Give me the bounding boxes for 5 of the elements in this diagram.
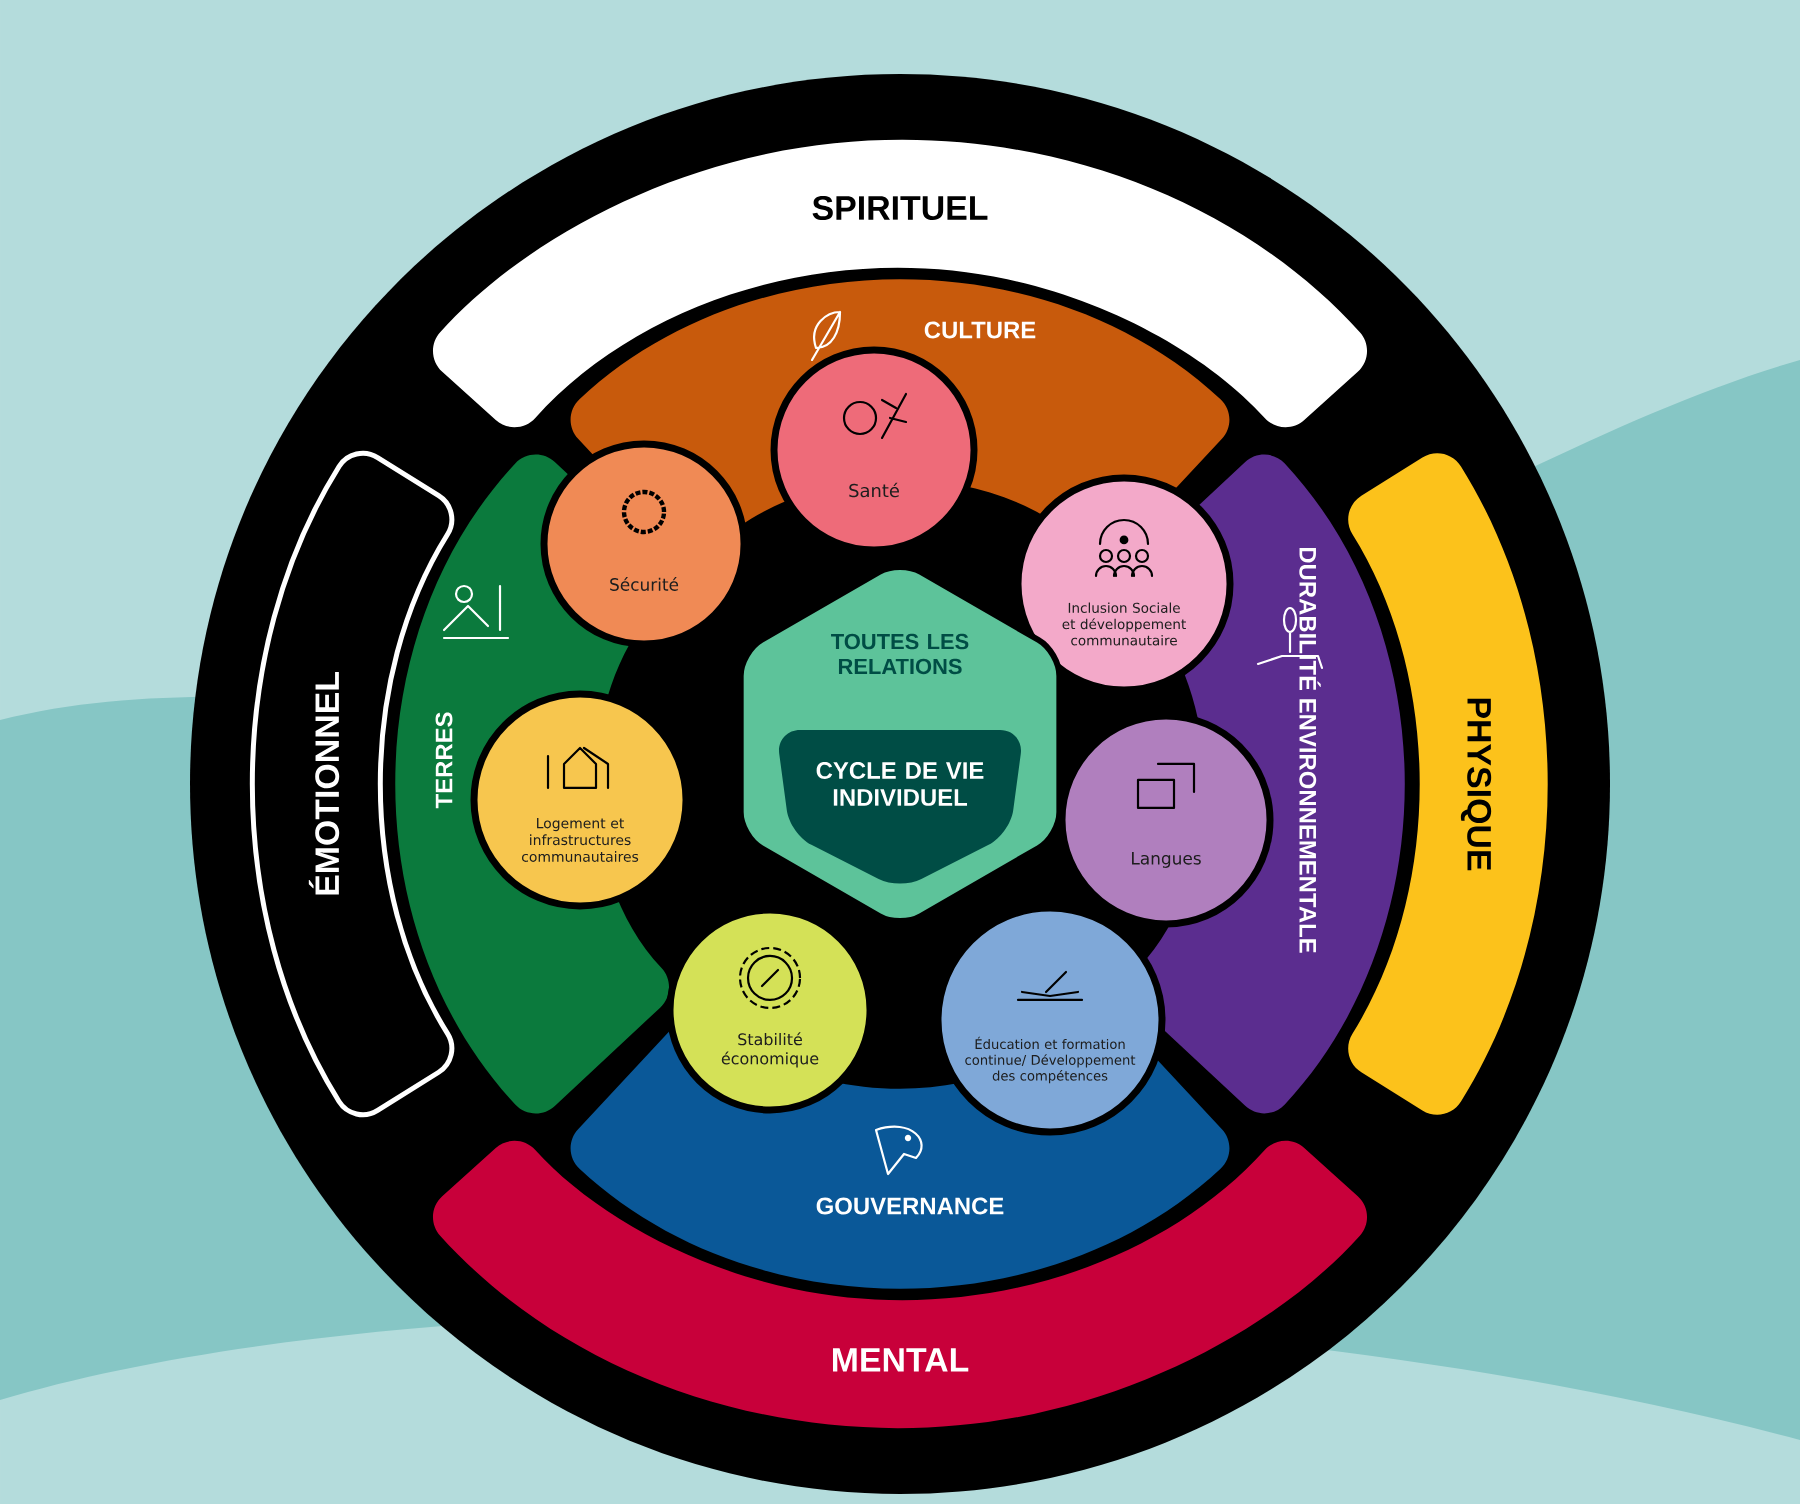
band: PHYSIQUE xyxy=(1348,453,1548,1115)
petal: Langues xyxy=(1058,712,1274,928)
petal: Sécurité xyxy=(540,440,748,648)
petal: Santé xyxy=(770,346,978,554)
center-badge: CYCLE DE VIE INDIVIDUEL xyxy=(779,729,1021,884)
